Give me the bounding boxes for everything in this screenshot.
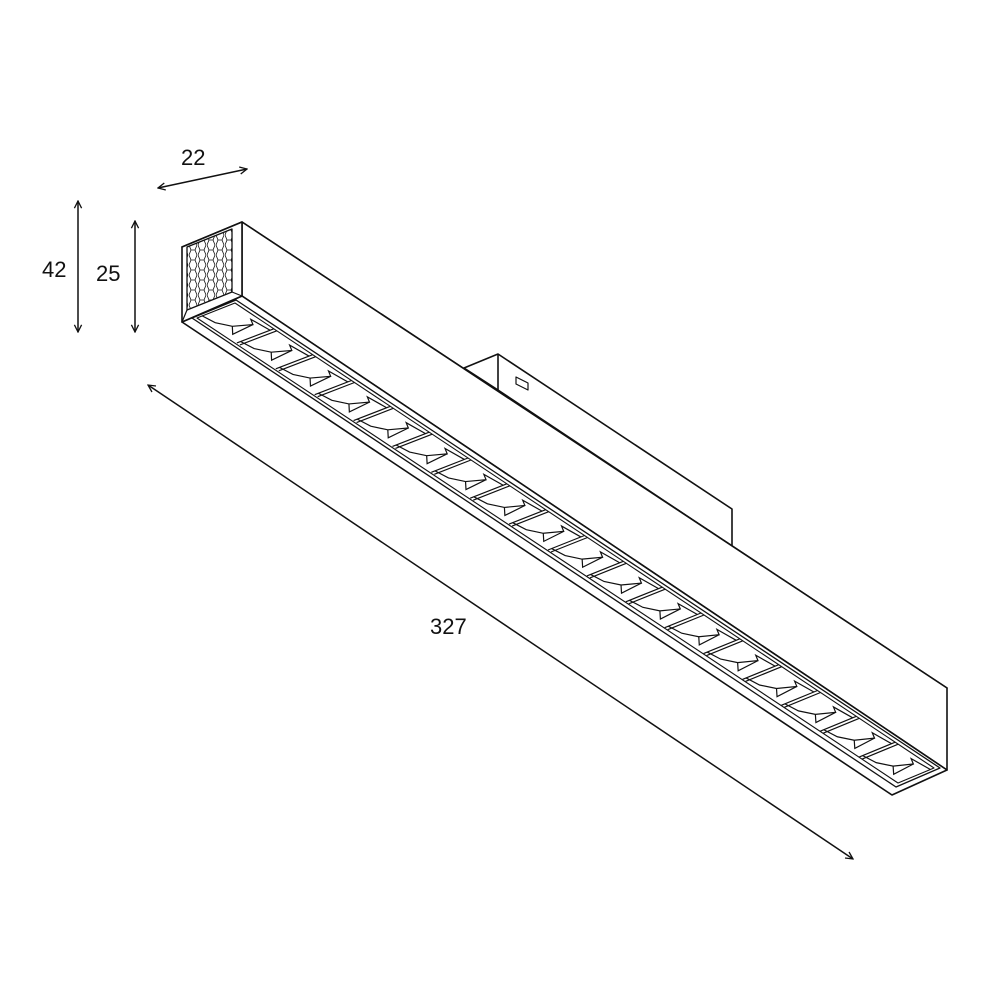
led-reflector-icon <box>202 316 270 331</box>
led-reflector-icon <box>863 756 931 770</box>
dimension-lines <box>78 169 853 859</box>
width-dimension-arrow <box>158 169 247 188</box>
width-dimension-label: 22 <box>181 145 206 170</box>
lens-channel <box>192 300 940 787</box>
led-reflector-icon <box>824 730 892 744</box>
led-reflector-icon <box>241 341 309 356</box>
led-reflector-icon <box>552 549 620 563</box>
total-height-dimension-label: 42 <box>42 257 67 282</box>
length-dimension-label: 327 <box>430 614 467 639</box>
led-reflector-icon <box>785 704 853 718</box>
led-cell-array <box>202 316 931 775</box>
body-height-dimension-label: 25 <box>96 261 121 286</box>
led-reflector-icon <box>513 523 581 537</box>
led-reflector-icon <box>746 678 814 692</box>
led-reflector-icon <box>396 445 464 459</box>
led-reflector-icon <box>357 419 425 433</box>
led-reflector-icon <box>318 393 386 408</box>
length-dimension-arrow <box>148 385 853 859</box>
led-reflector-icon <box>707 652 775 666</box>
mounting-plate <box>464 354 732 546</box>
led-reflector-icon <box>279 367 347 382</box>
led-reflector-icon <box>474 497 542 511</box>
side-face <box>242 222 947 770</box>
luminaire-body <box>182 222 947 795</box>
led-reflector-icon <box>629 600 697 614</box>
led-reflector-icon <box>591 574 659 588</box>
led-reflector-icon <box>668 626 736 640</box>
mounting-slot <box>516 377 528 390</box>
led-reflector-icon <box>435 471 503 485</box>
